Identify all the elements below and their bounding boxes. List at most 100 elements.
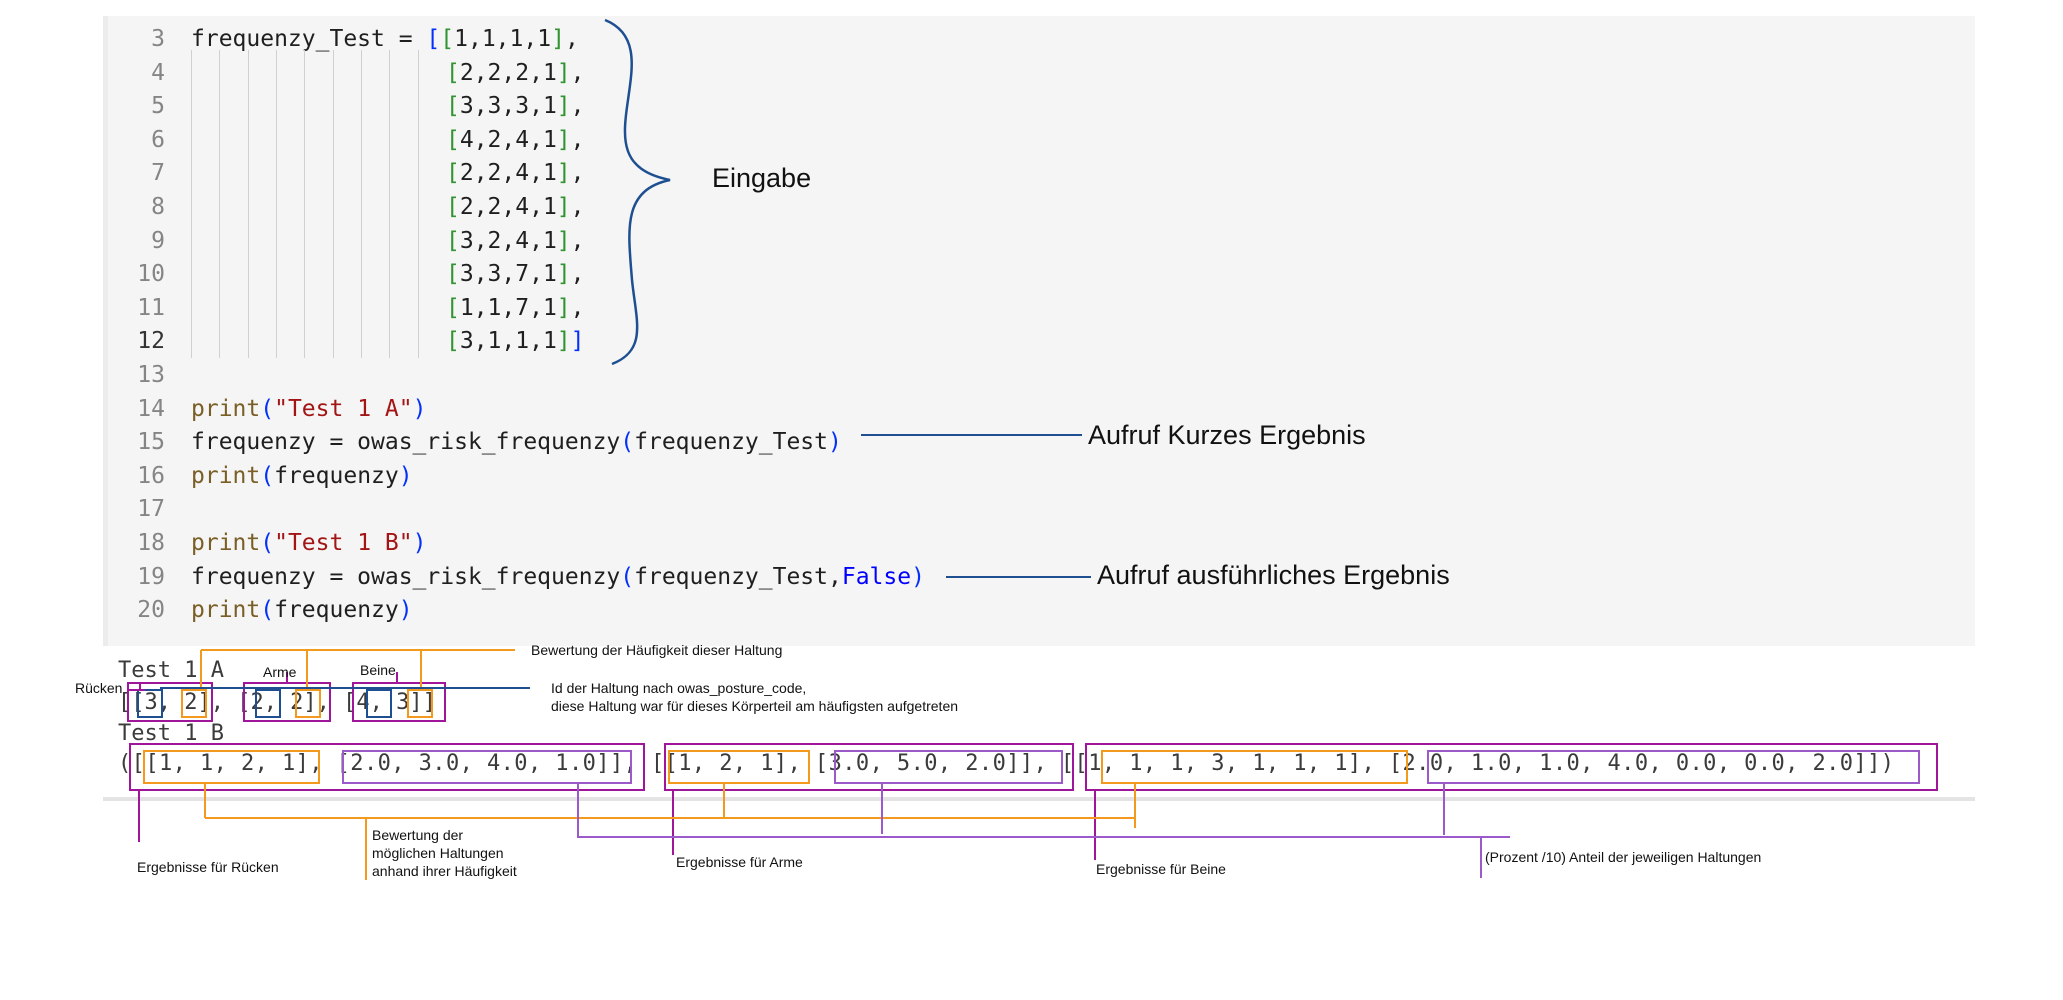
code-text: [2,2,2,1], [446, 56, 585, 90]
annotation-bewertung-haeufigkeit: Bewertung der Häufigkeit dieser Haltung [531, 642, 783, 658]
arme-postures-box [668, 750, 810, 784]
annotation-arme: Arme [263, 664, 297, 680]
line-number: 3 [151, 26, 165, 52]
beine-rating-box [407, 689, 433, 718]
line-number: 16 [137, 462, 165, 489]
code-token: 3,1,1,1 [459, 328, 557, 355]
code-text: frequenzy = owas_risk_frequenzy(frequenz… [191, 560, 925, 594]
code-token: ) [828, 429, 842, 456]
code-line[interactable]: 10[3,3,7,1], [103, 257, 584, 291]
code-token: frequenzy [274, 597, 399, 624]
code-line[interactable]: 9[3,2,4,1], [103, 224, 584, 258]
code-line[interactable]: 19 frequenzy = owas_risk_frequenzy(freque… [103, 560, 925, 594]
code-text: [1,1,7,1], [446, 291, 585, 325]
output-separator [103, 797, 1975, 801]
code-token: [ [446, 194, 460, 220]
code-line[interactable]: 8[2,2,4,1], [103, 190, 584, 224]
code-token: 3,3,3,1 [459, 93, 557, 120]
beine-result-box [352, 682, 446, 722]
line-number: 9 [151, 227, 165, 254]
code-token: ( [260, 462, 275, 489]
annotation-ruecken: Rücken [75, 680, 123, 696]
code-token: False [841, 563, 912, 590]
annotation-eingabe: Eingabe [712, 163, 812, 193]
code-token: frequenzy_Test [191, 26, 385, 52]
code-token: , [570, 227, 585, 254]
ruecken-detail-box [129, 743, 645, 791]
code-token: ] [551, 26, 565, 52]
code-token: , [570, 294, 585, 321]
code-token: , [570, 194, 585, 220]
code-token: ] [556, 160, 571, 187]
annotation-beine: Beine [360, 662, 396, 678]
code-line[interactable]: 4 [2,2,2,1], [103, 56, 584, 90]
code-token: ( [260, 530, 275, 556]
code-token: [ [426, 26, 441, 52]
beine-detail-box [1085, 743, 1938, 791]
code-text: [2,2,4,1], [446, 156, 585, 190]
code-line[interactable]: 13 [103, 358, 165, 392]
code-token: 1,1,7,1 [459, 294, 557, 321]
code-line[interactable]: 7 [2,2,4,1], [103, 156, 584, 190]
code-token: ) [398, 597, 413, 624]
code-text: [3,1,1,1]] [446, 324, 585, 358]
code-token: 4,2,4,1 [459, 126, 557, 153]
code-token: ( [260, 597, 275, 624]
code-token: [ [446, 261, 460, 288]
annotation-bewertung-moegl-2: möglichen Haltungen [372, 845, 504, 861]
annotation-ergebnis-arme: Ergebnisse für Arme [676, 854, 803, 870]
line-number: 12 [137, 328, 165, 355]
line-number: 18 [137, 530, 165, 556]
code-line[interactable]: 6[4,2,4,1], [103, 123, 584, 157]
annotation-id-haltung-1: Id der Haltung nach owas_posture_code, [551, 680, 807, 696]
output-line-test-1a: Test 1 A [118, 658, 224, 683]
ruecken-rating-box [181, 689, 207, 718]
code-line[interactable]: 12 [3,1,1,1]] [103, 324, 584, 358]
code-token: ( [620, 429, 635, 456]
code-editor[interactable] [103, 16, 1975, 646]
output-line-test-1b: Test 1 B [118, 721, 224, 746]
line-number: 7 [151, 160, 165, 187]
code-token: [ [446, 294, 460, 321]
code-token: ( [260, 395, 275, 422]
code-token: [ [446, 328, 460, 355]
code-token: 3,2,4,1 [459, 227, 557, 254]
code-token: 2,2,2,1 [459, 59, 557, 86]
code-token: 2,2,4,1 [459, 160, 557, 187]
annotation-prozent: (Prozent /10) Anteil der jeweiligen Halt… [1485, 849, 1762, 865]
line-number: 4 [151, 59, 165, 86]
code-token: ] [556, 227, 571, 254]
code-text: print("Test 1 B") [191, 526, 426, 560]
code-text: [3,3,7,1], [446, 257, 585, 291]
code-token: print [191, 462, 261, 489]
code-token: , [570, 126, 585, 153]
code-token: "Test 1 A" [274, 395, 413, 422]
code-token: 3,3,7,1 [459, 261, 557, 288]
code-token: [ [440, 26, 455, 52]
annotation-ergebnis-beine: Ergebnisse für Beine [1096, 861, 1226, 877]
code-token: frequenzy [191, 563, 316, 590]
code-token: owas_risk_frequenzy [357, 429, 621, 456]
code-line[interactable]: 18 print("Test 1 B") [103, 526, 426, 560]
code-token: print [191, 395, 261, 422]
arme-rating-box [295, 689, 321, 718]
code-token: 2,2,4,1 [459, 194, 557, 220]
line-number: 19 [137, 563, 165, 590]
code-token: ] [570, 328, 585, 355]
code-token: , [570, 59, 585, 86]
beine-id-box [366, 689, 392, 718]
code-token: ) [412, 530, 427, 556]
ruecken-result-box [127, 682, 213, 722]
code-token: frequenzy [191, 429, 316, 456]
code-token: = [384, 26, 427, 52]
code-line[interactable]: 11[1,1,7,1], [103, 291, 584, 325]
annotation-bewertung-moegl-1: Bewertung der [372, 827, 464, 843]
code-token: ] [556, 294, 571, 321]
code-line[interactable]: 5[3,3,3,1], [103, 89, 584, 123]
code-line[interactable]: 17 [103, 492, 165, 526]
